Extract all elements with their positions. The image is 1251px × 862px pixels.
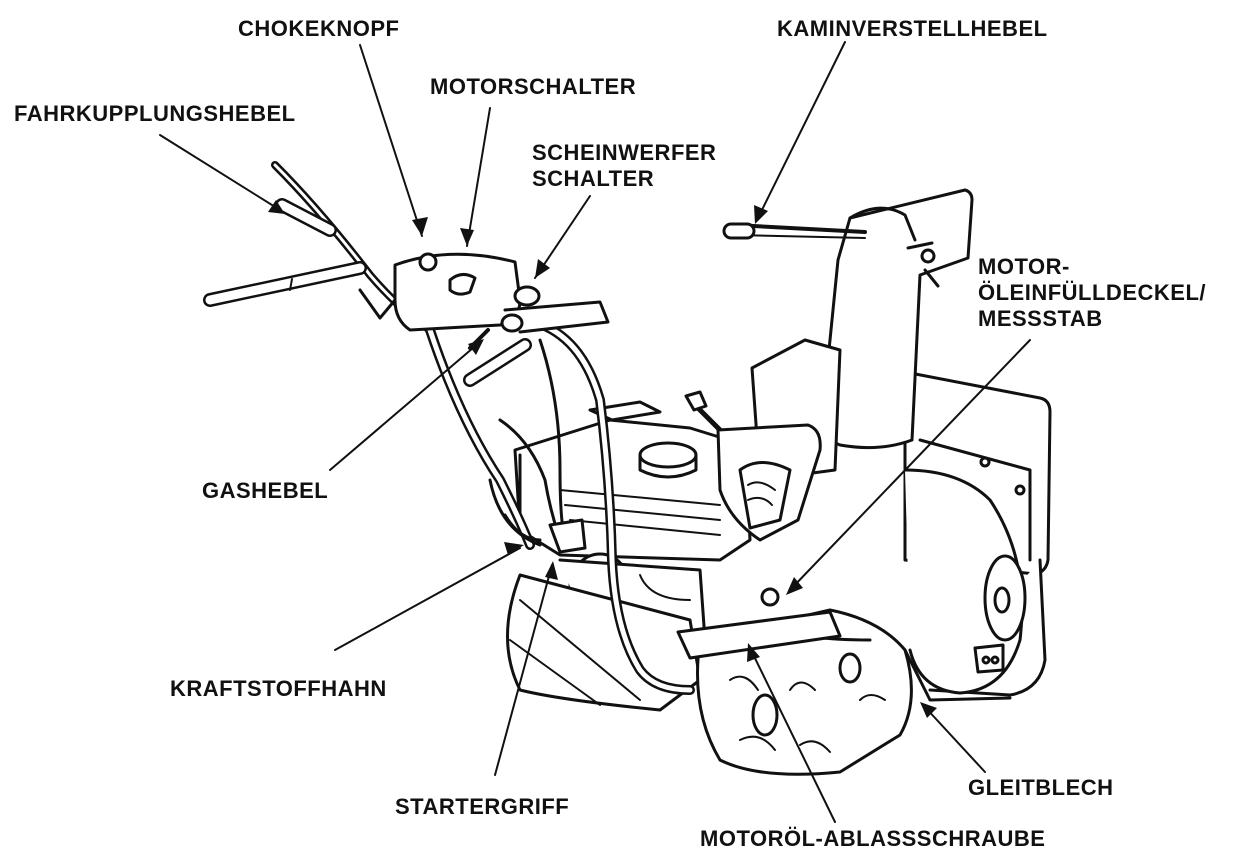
control-console: [393, 252, 610, 350]
label-chokeknopf: CHOKEKNOPF: [238, 16, 400, 41]
oil-filler-cap: [760, 587, 780, 607]
label-kaminverstellhebel: KAMINVERSTELLHEBEL: [777, 16, 1048, 41]
label-gleitblech: GLEITBLECH: [968, 775, 1114, 800]
label-scheinwerfer-line2: SCHALTER: [532, 166, 655, 191]
skid-plate: [903, 648, 1012, 702]
label-scheinwerfer-line1: SCHEINWERFER: [532, 140, 717, 165]
label-motor-oel-line3: MESSSTAB: [978, 306, 1103, 331]
label-motorschalter: MOTORSCHALTER: [430, 74, 637, 99]
label-motoroel-ablassschraube: MOTORÖL-ABLASSSCHRAUBE: [700, 826, 1046, 851]
leader-lines: [159, 41, 1031, 823]
label-scheinwerfer-schalter: SCHEINWERFER SCHALTER: [532, 140, 716, 192]
chute-lever: [722, 222, 867, 240]
label-motor-oel-line1: MOTOR-: [978, 254, 1070, 279]
right-track: [676, 608, 913, 776]
label-motor-oel-einfuelldeckel: MOTOR- ÖLEINFÜLLDECKEL/ MESSSTAB: [978, 254, 1206, 332]
label-gashebel: GASHEBEL: [202, 478, 329, 503]
label-motor-oel-line2: ÖLEINFÜLLDECKEL/: [978, 280, 1206, 305]
auger-housing: [903, 370, 1052, 697]
label-kraftstoffhahn: KRAFTSTOFFHAHN: [170, 676, 387, 701]
starter-and-fuel: [503, 513, 587, 554]
shift-lever: [684, 390, 822, 542]
leader-arrowheads: [268, 200, 937, 718]
label-fahrkupplungshebel: FAHRKUPPLUNGSHEBEL: [14, 101, 296, 126]
label-startergriff: STARTERGRIFF: [395, 794, 570, 819]
